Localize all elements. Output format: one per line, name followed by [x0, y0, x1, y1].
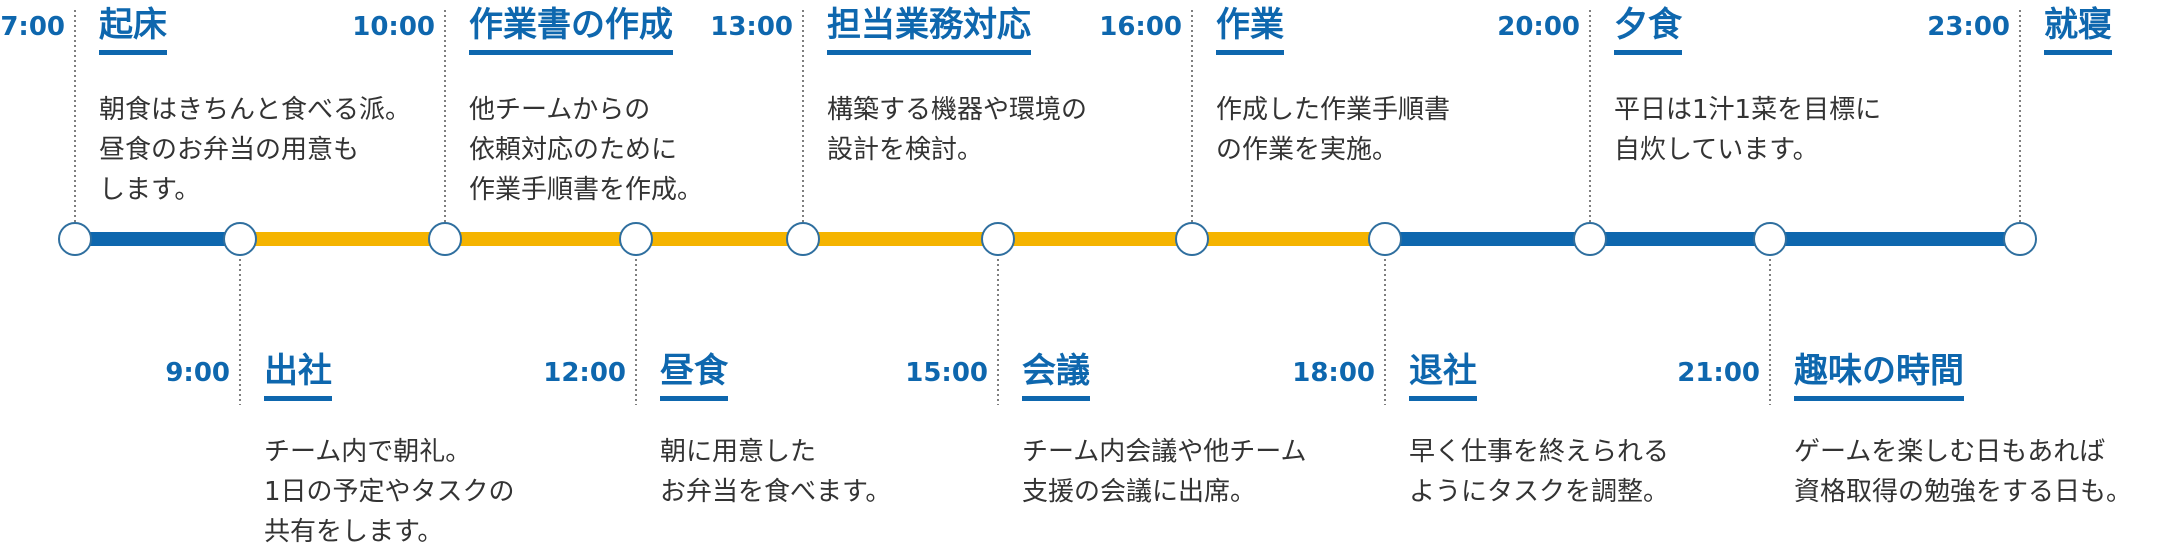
description-line: お弁当を食べます。 [660, 477, 892, 507]
description-line: 平日は1汁1菜を目標に [1614, 95, 1882, 125]
event-title: 作業書の作成 [469, 8, 673, 55]
description-line: 作業手順書を作成。 [469, 175, 704, 205]
event-time: 7:00 [0, 12, 65, 42]
event-description: 早く仕事を終えられるようにタスクを調整。 [1409, 432, 1669, 512]
timeline-node [1753, 222, 1787, 256]
description-line: 朝に用意した [660, 437, 817, 467]
description-line: 共有をします。 [264, 517, 444, 547]
event-description: チーム内会議や他チーム支援の会議に出席。 [1022, 432, 1306, 512]
description-line: 支援の会議に出席。 [1022, 477, 1257, 507]
event-description: 作成した作業手順書の作業を実施。 [1216, 90, 1450, 170]
event-title: 退社 [1409, 354, 1477, 401]
event-time: 13:00 [710, 12, 793, 42]
timeline-node [1368, 222, 1402, 256]
description-line: 構築する機器や環境の [827, 95, 1088, 125]
event-title: 昼食 [660, 354, 728, 401]
event-time: 23:00 [1927, 12, 2010, 42]
event-time: 10:00 [352, 12, 435, 42]
event-time: 20:00 [1497, 12, 1580, 42]
event-title: 就寝 [2044, 8, 2112, 55]
description-line: 1日の予定やタスクの [264, 477, 515, 507]
timeline-node [58, 222, 92, 256]
event-description: 朝食はきちんと食べる派。昼食のお弁当の用意もします。 [99, 90, 411, 210]
description-line: 朝食はきちんと食べる派。 [99, 95, 412, 125]
description-line: 他チームからの [469, 95, 651, 125]
event-title: 作業 [1216, 8, 1284, 55]
description-line: チーム内会議や他チーム [1022, 437, 1307, 467]
timeline-node [619, 222, 653, 256]
event-description: チーム内で朝礼。 1日の予定やタスクの共有をします。 [264, 432, 515, 552]
description-line: 昼食のお弁当の用意も [99, 135, 360, 165]
description-line: 設計を検討。 [827, 135, 984, 165]
description-line: 自炊しています。 [1614, 135, 1819, 165]
event-time: 15:00 [905, 358, 988, 388]
event-title: 趣味の時間 [1794, 354, 1964, 401]
event-time: 12:00 [543, 358, 626, 388]
timeline-node [981, 222, 1015, 256]
timeline-node [786, 222, 820, 256]
event-title: 会議 [1022, 354, 1090, 401]
description-line: チーム内で朝礼。 [264, 437, 472, 467]
description-line: の作業を実施。 [1216, 135, 1399, 165]
event-title: 起床 [99, 8, 167, 55]
description-line: 作成した作業手順書 [1216, 95, 1451, 125]
event-time: 21:00 [1677, 358, 1760, 388]
timeline-node [2003, 222, 2037, 256]
description-line: 依頼対応のために [469, 135, 678, 165]
event-title: 担当業務対応 [827, 8, 1031, 55]
description-line: 資格取得の勉強をする日も。 [1794, 477, 2133, 507]
event-time: 18:00 [1292, 358, 1375, 388]
timeline-node [428, 222, 462, 256]
event-description: 朝に用意したお弁当を食べます。 [660, 432, 891, 512]
timeline-node [223, 222, 257, 256]
description-line: ようにタスクを調整。 [1409, 477, 1670, 507]
description-line: ゲームを楽しむ日もあれば [1794, 437, 2106, 467]
event-title: 出社 [264, 354, 332, 401]
event-description: 構築する機器や環境の設計を検討。 [827, 90, 1087, 170]
description-line: 早く仕事を終えられる [1409, 437, 1670, 467]
event-time: 9:00 [165, 358, 230, 388]
event-title: 夕食 [1614, 8, 1682, 55]
event-description: 平日は1汁1菜を目標に自炊しています。 [1614, 90, 1881, 170]
timeline-node [1175, 222, 1209, 256]
description-line: します。 [99, 175, 201, 205]
event-description: 他チームからの依頼対応のために作業手順書を作成。 [469, 90, 703, 210]
event-time: 16:00 [1099, 12, 1182, 42]
timeline-node [1573, 222, 1607, 256]
event-description: ゲームを楽しむ日もあれば資格取得の勉強をする日も。 [1794, 432, 2132, 512]
